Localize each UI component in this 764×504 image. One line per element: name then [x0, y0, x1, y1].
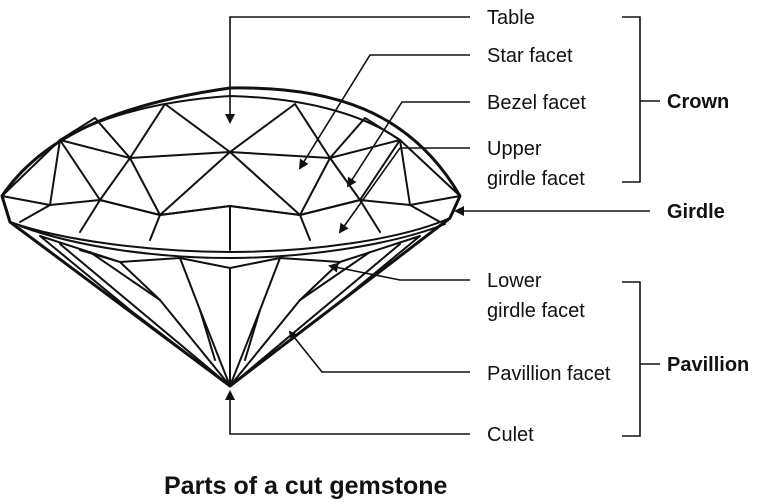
group-brackets	[622, 16, 660, 437]
girdle-band-inner	[19, 223, 446, 259]
table-leader	[225, 16, 470, 124]
table-facet-edges	[59, 139, 401, 159]
label-star-facet: Star facet	[487, 45, 573, 67]
label-bezel-facet: Bezel facet	[487, 92, 586, 114]
group-label-pavillion: Pavillion	[667, 354, 749, 376]
label-lower-girdle-facet-line2: girdle facet	[487, 300, 585, 322]
bezel-facet-leader	[346, 101, 470, 188]
crown-bracket	[622, 16, 660, 183]
pavillion-facet-leader	[288, 330, 470, 373]
pavillion-facets	[59, 243, 401, 387]
label-upper-girdle-facet-line2: girdle facet	[487, 168, 585, 190]
star-facet-leader	[298, 54, 470, 170]
group-labels: Crown Girdle Pavillion	[667, 91, 749, 376]
label-lower-girdle-facet-line1: Lower	[487, 270, 542, 292]
diagram-caption: Parts of a cut gemstone	[164, 472, 447, 500]
label-culet: Culet	[487, 424, 534, 446]
bezel-facets	[1, 139, 461, 216]
label-table: Table	[487, 7, 535, 29]
lower-girdle-facet-leader	[328, 262, 470, 281]
gemstone-drawing	[0, 86, 462, 388]
leader-lines	[225, 16, 650, 435]
culet-leader	[225, 390, 470, 435]
upper-girdle-facet-leader	[338, 147, 470, 234]
upper-girdle-facets	[1, 195, 461, 251]
part-labels: Table Star facet Bezel facet Upper girdl…	[487, 7, 611, 446]
group-label-girdle: Girdle	[667, 201, 725, 223]
pavillion-bracket	[622, 281, 660, 437]
label-upper-girdle-facet-line1: Upper	[487, 138, 542, 160]
girdle-band	[9, 217, 451, 253]
label-pavillion-facet: Pavillion facet	[487, 363, 611, 385]
group-label-crown: Crown	[667, 91, 729, 113]
